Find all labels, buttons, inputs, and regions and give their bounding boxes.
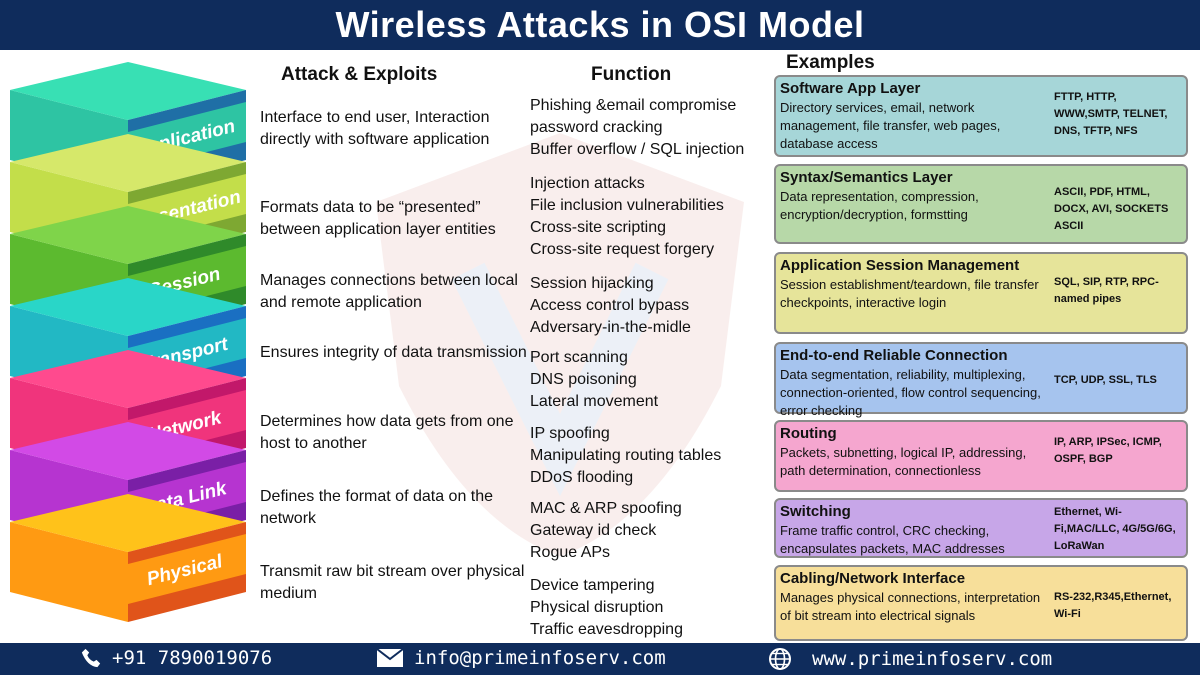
page-title: Wireless Attacks in OSI Model bbox=[335, 4, 865, 45]
example-protocols: TCP, UDP, SSL, TLS bbox=[1054, 374, 1157, 386]
attack-description: Interface to end user, Interaction direc… bbox=[260, 109, 490, 148]
attack-description: Transmit raw bit stream over physical me… bbox=[260, 563, 525, 602]
function-item: DDoS flooding bbox=[530, 469, 634, 486]
phone-number: +91 7890019076 bbox=[112, 647, 273, 669]
function-item: IP spoofing bbox=[530, 425, 610, 442]
attack-header: Attack & Exploits bbox=[281, 64, 438, 85]
function-item: MAC & ARP spoofing bbox=[530, 500, 682, 517]
example-title: Syntax/Semantics Layer bbox=[780, 169, 953, 186]
function-item: Buffer overflow / SQL injection bbox=[530, 141, 745, 158]
example-description: Data representation, compression, encryp… bbox=[780, 189, 979, 222]
example-protocols: SQL, SIP, RTP, RPC-named pipes bbox=[1054, 276, 1159, 305]
example-description: Directory services, email, network manag… bbox=[780, 100, 1001, 151]
footer-email[interactable]: info@primeinfoserv.com bbox=[376, 647, 666, 669]
attack-description: Ensures integrity of data transmission bbox=[260, 344, 527, 361]
attack-description: Formats data to be “presented” between a… bbox=[260, 199, 496, 238]
example-description: Data segmentation, reliability, multiple… bbox=[780, 367, 1041, 418]
globe-icon bbox=[769, 648, 791, 670]
layer-top-face bbox=[10, 206, 246, 264]
shield-watermark-icon bbox=[376, 133, 744, 557]
function-item: DNS poisoning bbox=[530, 371, 637, 388]
attack-description: Manages connections between local and re… bbox=[260, 272, 518, 311]
example-title: Switching bbox=[780, 503, 851, 520]
header-bar: Wireless Attacks in OSI Model bbox=[0, 0, 1200, 50]
envelope-icon bbox=[376, 648, 404, 667]
website-url: www.primeinfoserv.com bbox=[812, 648, 1053, 670]
example-title: Application Session Management bbox=[780, 257, 1020, 274]
example-description: Packets, subnetting, logical IP, address… bbox=[780, 445, 1027, 478]
layer-top-face bbox=[10, 494, 246, 552]
example-description: Session establishment/teardown, file tra… bbox=[780, 277, 1039, 310]
example-protocols: RS-232,R345,Ethernet, Wi-Fi bbox=[1054, 591, 1172, 620]
function-item: Access control bypass bbox=[530, 297, 690, 314]
function-item: Gateway id check bbox=[530, 522, 657, 539]
function-item: Port scanning bbox=[530, 349, 628, 366]
function-item: Traffic eavesdropping bbox=[530, 621, 683, 638]
footer-website[interactable]: www.primeinfoserv.com bbox=[768, 647, 1052, 671]
example-description: Frame traffic control, CRC checking, enc… bbox=[780, 523, 1005, 556]
function-item: Device tampering bbox=[530, 577, 655, 594]
layer-top-face bbox=[10, 278, 246, 336]
function-item: Physical disruption bbox=[530, 599, 664, 616]
example-protocols: IP, ARP, IPSec, ICMP, OSPF, BGP bbox=[1054, 436, 1162, 465]
function-item: Lateral movement bbox=[530, 393, 659, 410]
function-list: Phishing &email compromise password crack… bbox=[530, 95, 775, 161]
footer-bar: +91 7890019076 info@primeinfoserv.com ww… bbox=[0, 643, 1200, 675]
example-description: Manages physical connections, interpreta… bbox=[780, 590, 1041, 623]
layer-block-physical: Physical bbox=[10, 494, 246, 622]
function-item: Cross-site request forgery bbox=[530, 241, 715, 258]
email-address: info@primeinfoserv.com bbox=[414, 647, 666, 669]
layer-top-face bbox=[10, 134, 246, 192]
example-title: Software App Layer bbox=[780, 80, 921, 97]
example-title: Cabling/Network Interface bbox=[780, 570, 966, 587]
function-item: Injection attacks bbox=[530, 175, 645, 192]
function-item: Manipulating routing tables bbox=[530, 447, 722, 464]
example-title: End-to-end Reliable Connection bbox=[780, 347, 1008, 364]
attack-description: Defines the format of data on the networ… bbox=[260, 488, 494, 527]
layer-label-band bbox=[128, 534, 246, 604]
footer-phone[interactable]: +91 7890019076 bbox=[80, 647, 272, 669]
function-header: Function bbox=[591, 64, 672, 85]
function-item: Cross-site scripting bbox=[530, 219, 667, 236]
example-title: Routing bbox=[780, 425, 837, 442]
function-item: password cracking bbox=[530, 119, 663, 136]
phone-icon bbox=[81, 648, 101, 668]
attack-description: Determines how data gets from one host t… bbox=[260, 413, 514, 452]
function-item: Rogue APs bbox=[530, 544, 611, 561]
function-item: Session hijacking bbox=[530, 275, 654, 292]
examples-header: Examples bbox=[786, 52, 875, 73]
function-item: Adversary-in-the-midle bbox=[530, 319, 691, 336]
example-protocols: Ethernet, Wi-Fi,MAC/LLC, 4G/5G/6G, LoRaW… bbox=[1054, 506, 1176, 552]
function-item: File inclusion vulnerabilities bbox=[530, 197, 724, 214]
layer-top-face bbox=[10, 422, 246, 480]
example-protocols: FTTP, HTTP, WWW,SMTP, TELNET, DNS, TFTP,… bbox=[1054, 91, 1168, 137]
function-item: Phishing &email compromise bbox=[530, 97, 737, 114]
layer-left-face bbox=[10, 522, 128, 622]
layer-top-face bbox=[10, 350, 246, 408]
example-protocols: ASCII, PDF, HTML, DOCX, AVI, SOCKETS ASC… bbox=[1054, 186, 1169, 232]
layer-top-face bbox=[10, 62, 246, 120]
osi-layer-stack: ApplicationPresentationSessionTransportN… bbox=[10, 62, 246, 622]
